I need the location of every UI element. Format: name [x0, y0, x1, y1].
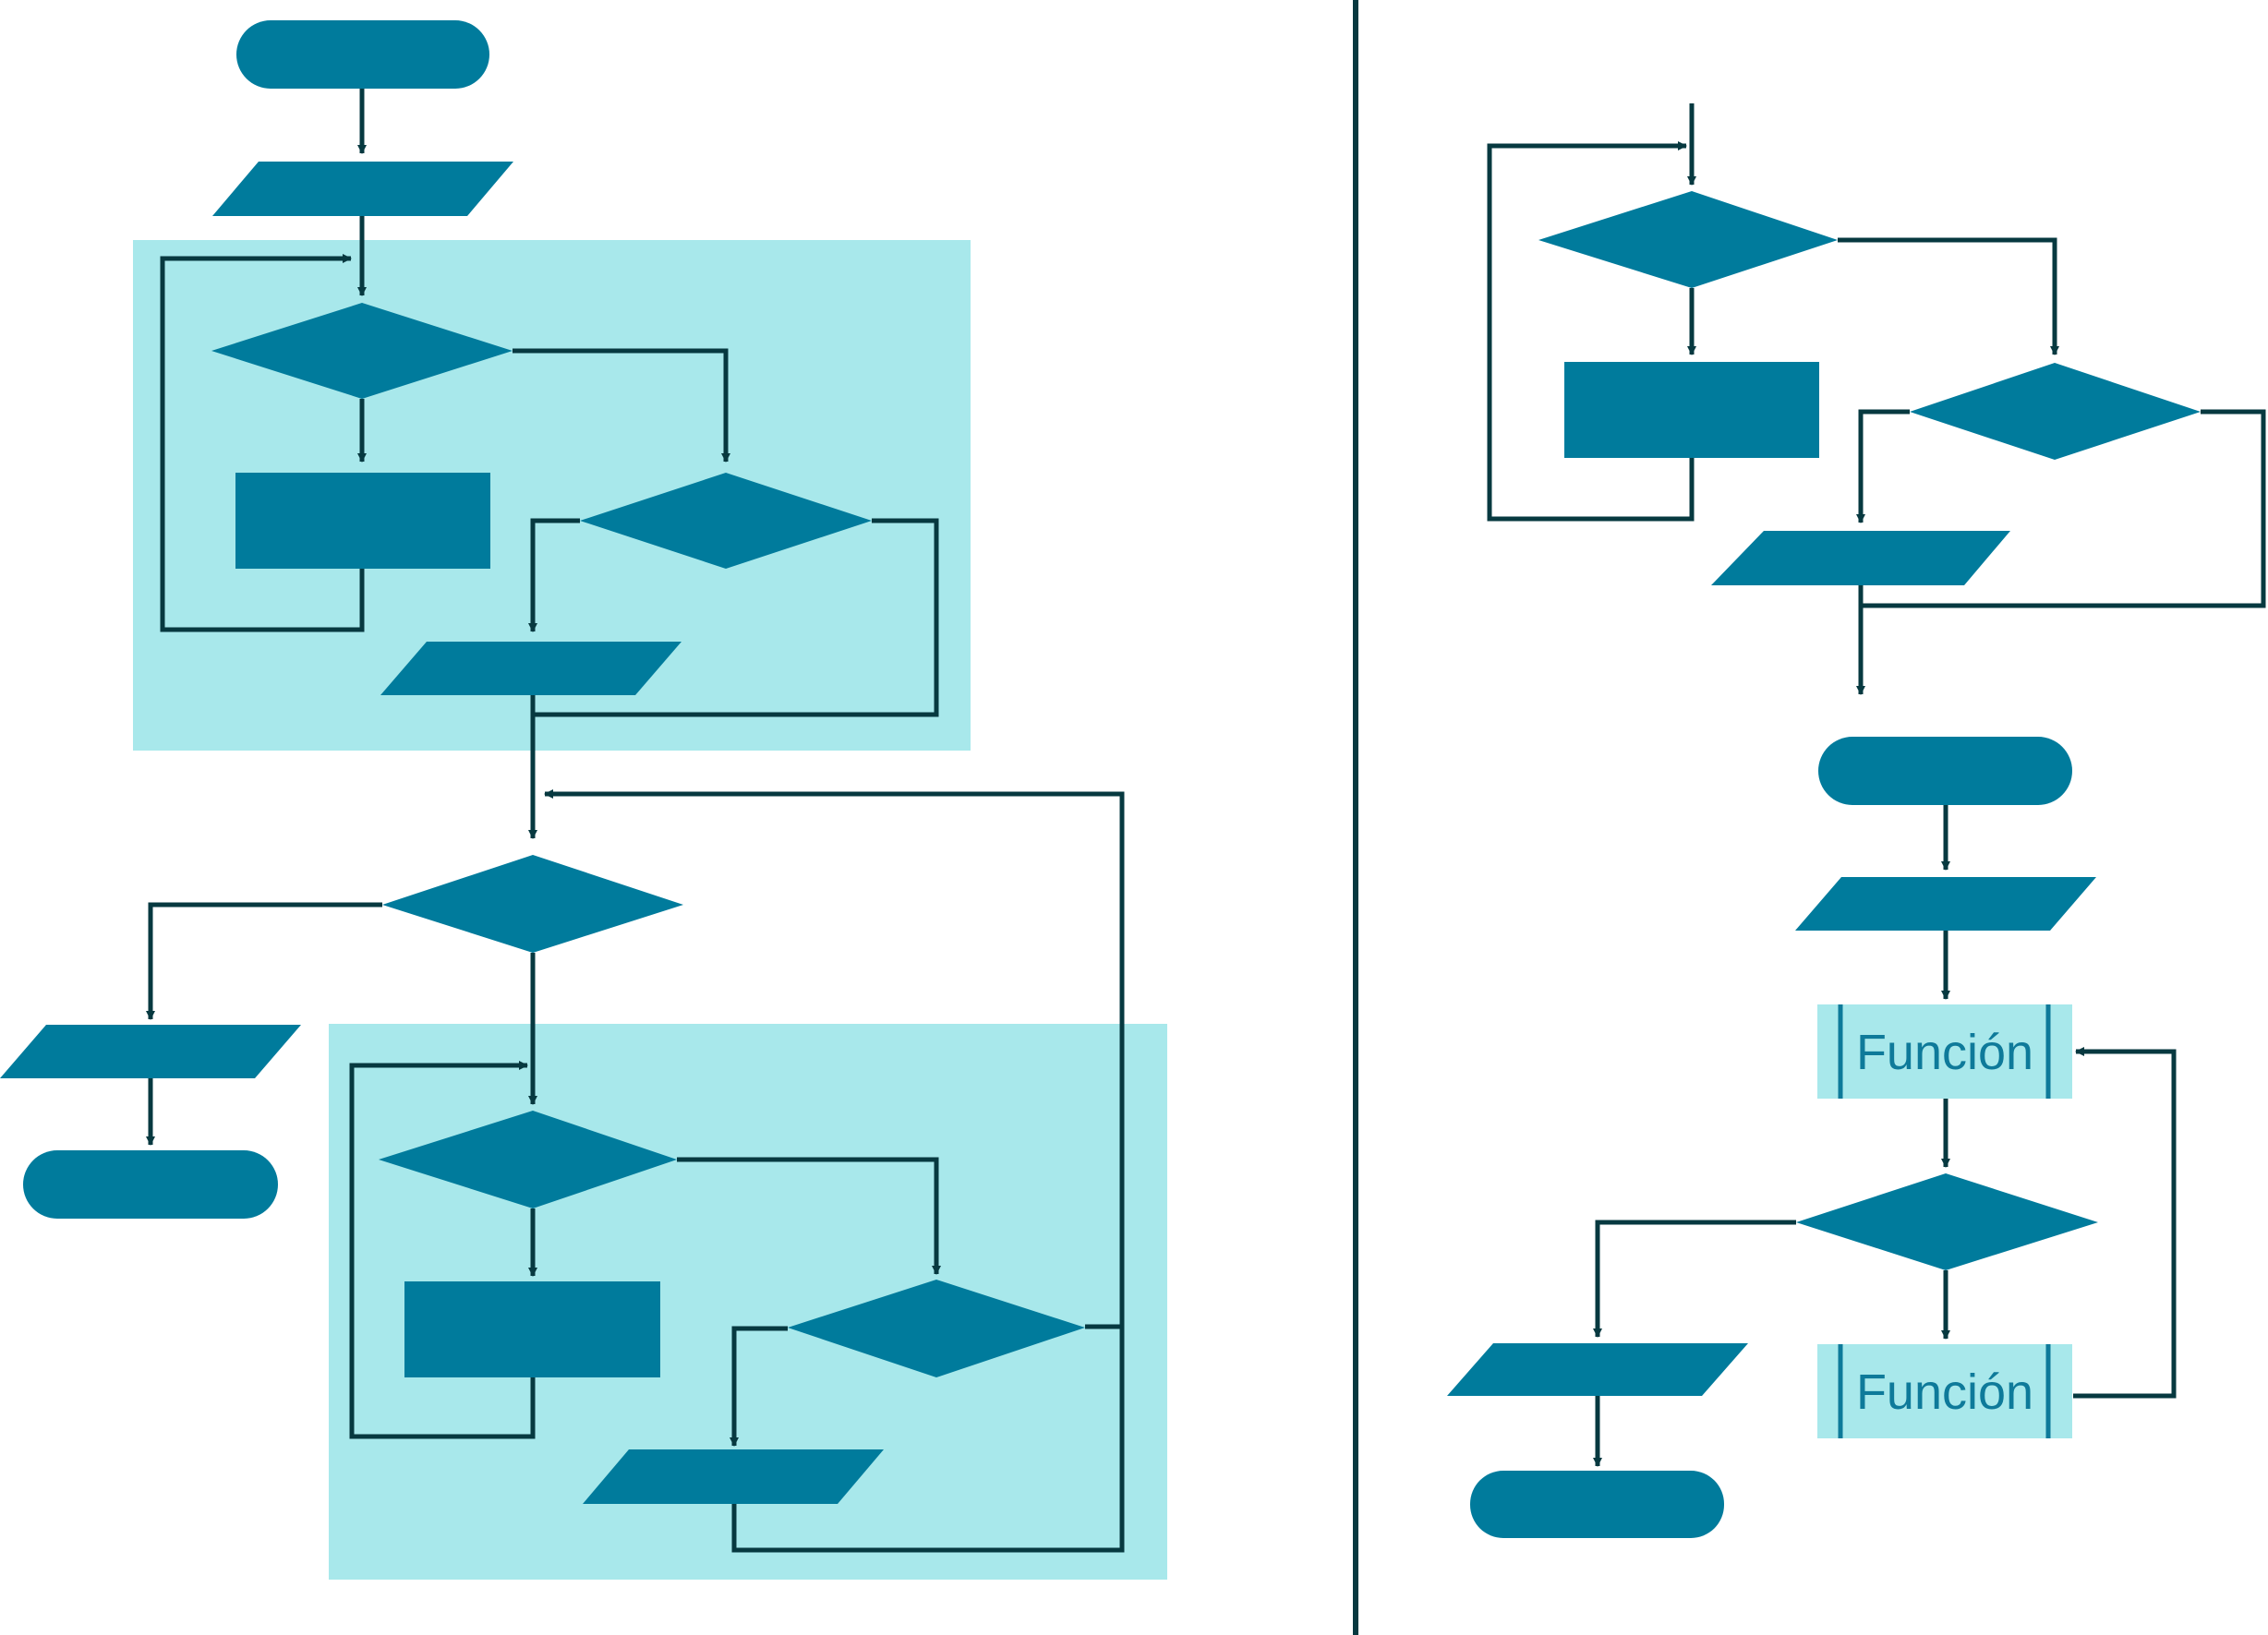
- output-parallelogram: [583, 1449, 884, 1504]
- right-top-connectors: [1487, 103, 2266, 695]
- function-loop-connector: [2073, 1047, 2177, 1399]
- decision-diamond: [1796, 1173, 2098, 1270]
- end-terminator: [1470, 1471, 1724, 1538]
- outer-loop-connector: [544, 789, 1125, 1329]
- process-box: [404, 1281, 660, 1377]
- decision-diamond: [382, 855, 683, 953]
- loop-back-connector: [1487, 141, 1695, 522]
- decision-diamond: [1910, 363, 2201, 460]
- end-terminator: [23, 1150, 278, 1219]
- connector: [533, 518, 939, 717]
- input-parallelogram: [212, 162, 513, 216]
- decision-diamond: [1538, 191, 1838, 288]
- connector: [146, 902, 382, 1020]
- right-bottom-connectors: [1593, 805, 2177, 1467]
- input-parallelogram: [1795, 877, 2096, 931]
- decision-diamond: [580, 473, 872, 569]
- output-parallelogram: [380, 642, 682, 695]
- subroutine-box-1: Función: [1817, 1004, 2072, 1099]
- function-label-2: Función: [1856, 1365, 2033, 1420]
- loop-back-connector: [160, 254, 365, 632]
- connector: [528, 518, 580, 632]
- start-terminator: [1818, 737, 2072, 805]
- output-parallelogram: [1711, 531, 2010, 585]
- connector: [1856, 409, 1910, 523]
- connector: [513, 348, 730, 463]
- decision-diamond: [788, 1280, 1085, 1377]
- process-box: [235, 473, 490, 569]
- connector: [677, 1157, 941, 1275]
- process-box: [1564, 362, 1819, 458]
- loop-back-connector: [349, 1061, 536, 1439]
- function-label-1: Función: [1856, 1025, 2033, 1080]
- decision-diamond: [379, 1111, 677, 1208]
- connector: [1593, 1220, 1796, 1338]
- decision-diamond: [211, 303, 513, 399]
- connector: [730, 1326, 788, 1447]
- connector: [1838, 237, 2059, 355]
- subroutine-box-2: Función: [1817, 1344, 2072, 1438]
- start-terminator: [236, 20, 489, 89]
- connector: [731, 1327, 1125, 1553]
- output-parallelogram: [0, 1025, 301, 1078]
- left-connectors: [146, 88, 1125, 1553]
- output-parallelogram: [1447, 1343, 1748, 1396]
- connector: [1861, 409, 2266, 608]
